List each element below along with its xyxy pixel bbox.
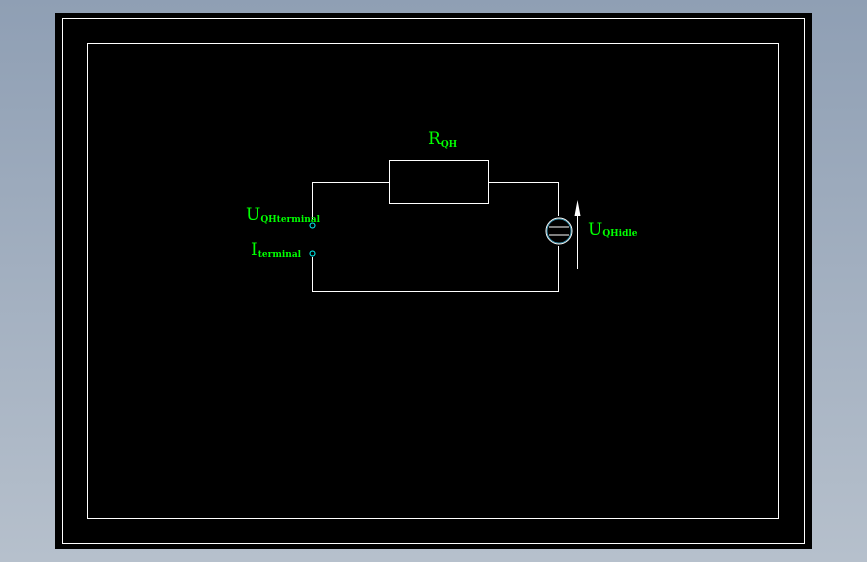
label-i-terminal: Iterminal: [251, 240, 302, 260]
resistor-rqh: [389, 160, 489, 204]
label-u-qh-terminal: UQHterminal: [246, 205, 321, 225]
inner-frame: [87, 43, 779, 519]
cad-viewport: RQH UQHterminal Iterminal UQHidle: [55, 13, 812, 549]
wire-top-right: [489, 182, 559, 216]
label-rqh: RQH: [428, 129, 458, 150]
voltage-source-icon: [545, 217, 573, 245]
terminal-node-icon: [309, 250, 316, 257]
voltage-direction-arrow-icon: [574, 200, 581, 269]
outer-frame: [62, 18, 805, 544]
wire-bottom: [312, 246, 559, 292]
circuit-drawing: RQH UQHterminal Iterminal UQHidle: [62, 18, 805, 544]
terminal-node-icon: [309, 222, 316, 229]
wire-top-left: [312, 182, 389, 220]
label-u-qh-idle: UQHidle: [588, 220, 638, 240]
